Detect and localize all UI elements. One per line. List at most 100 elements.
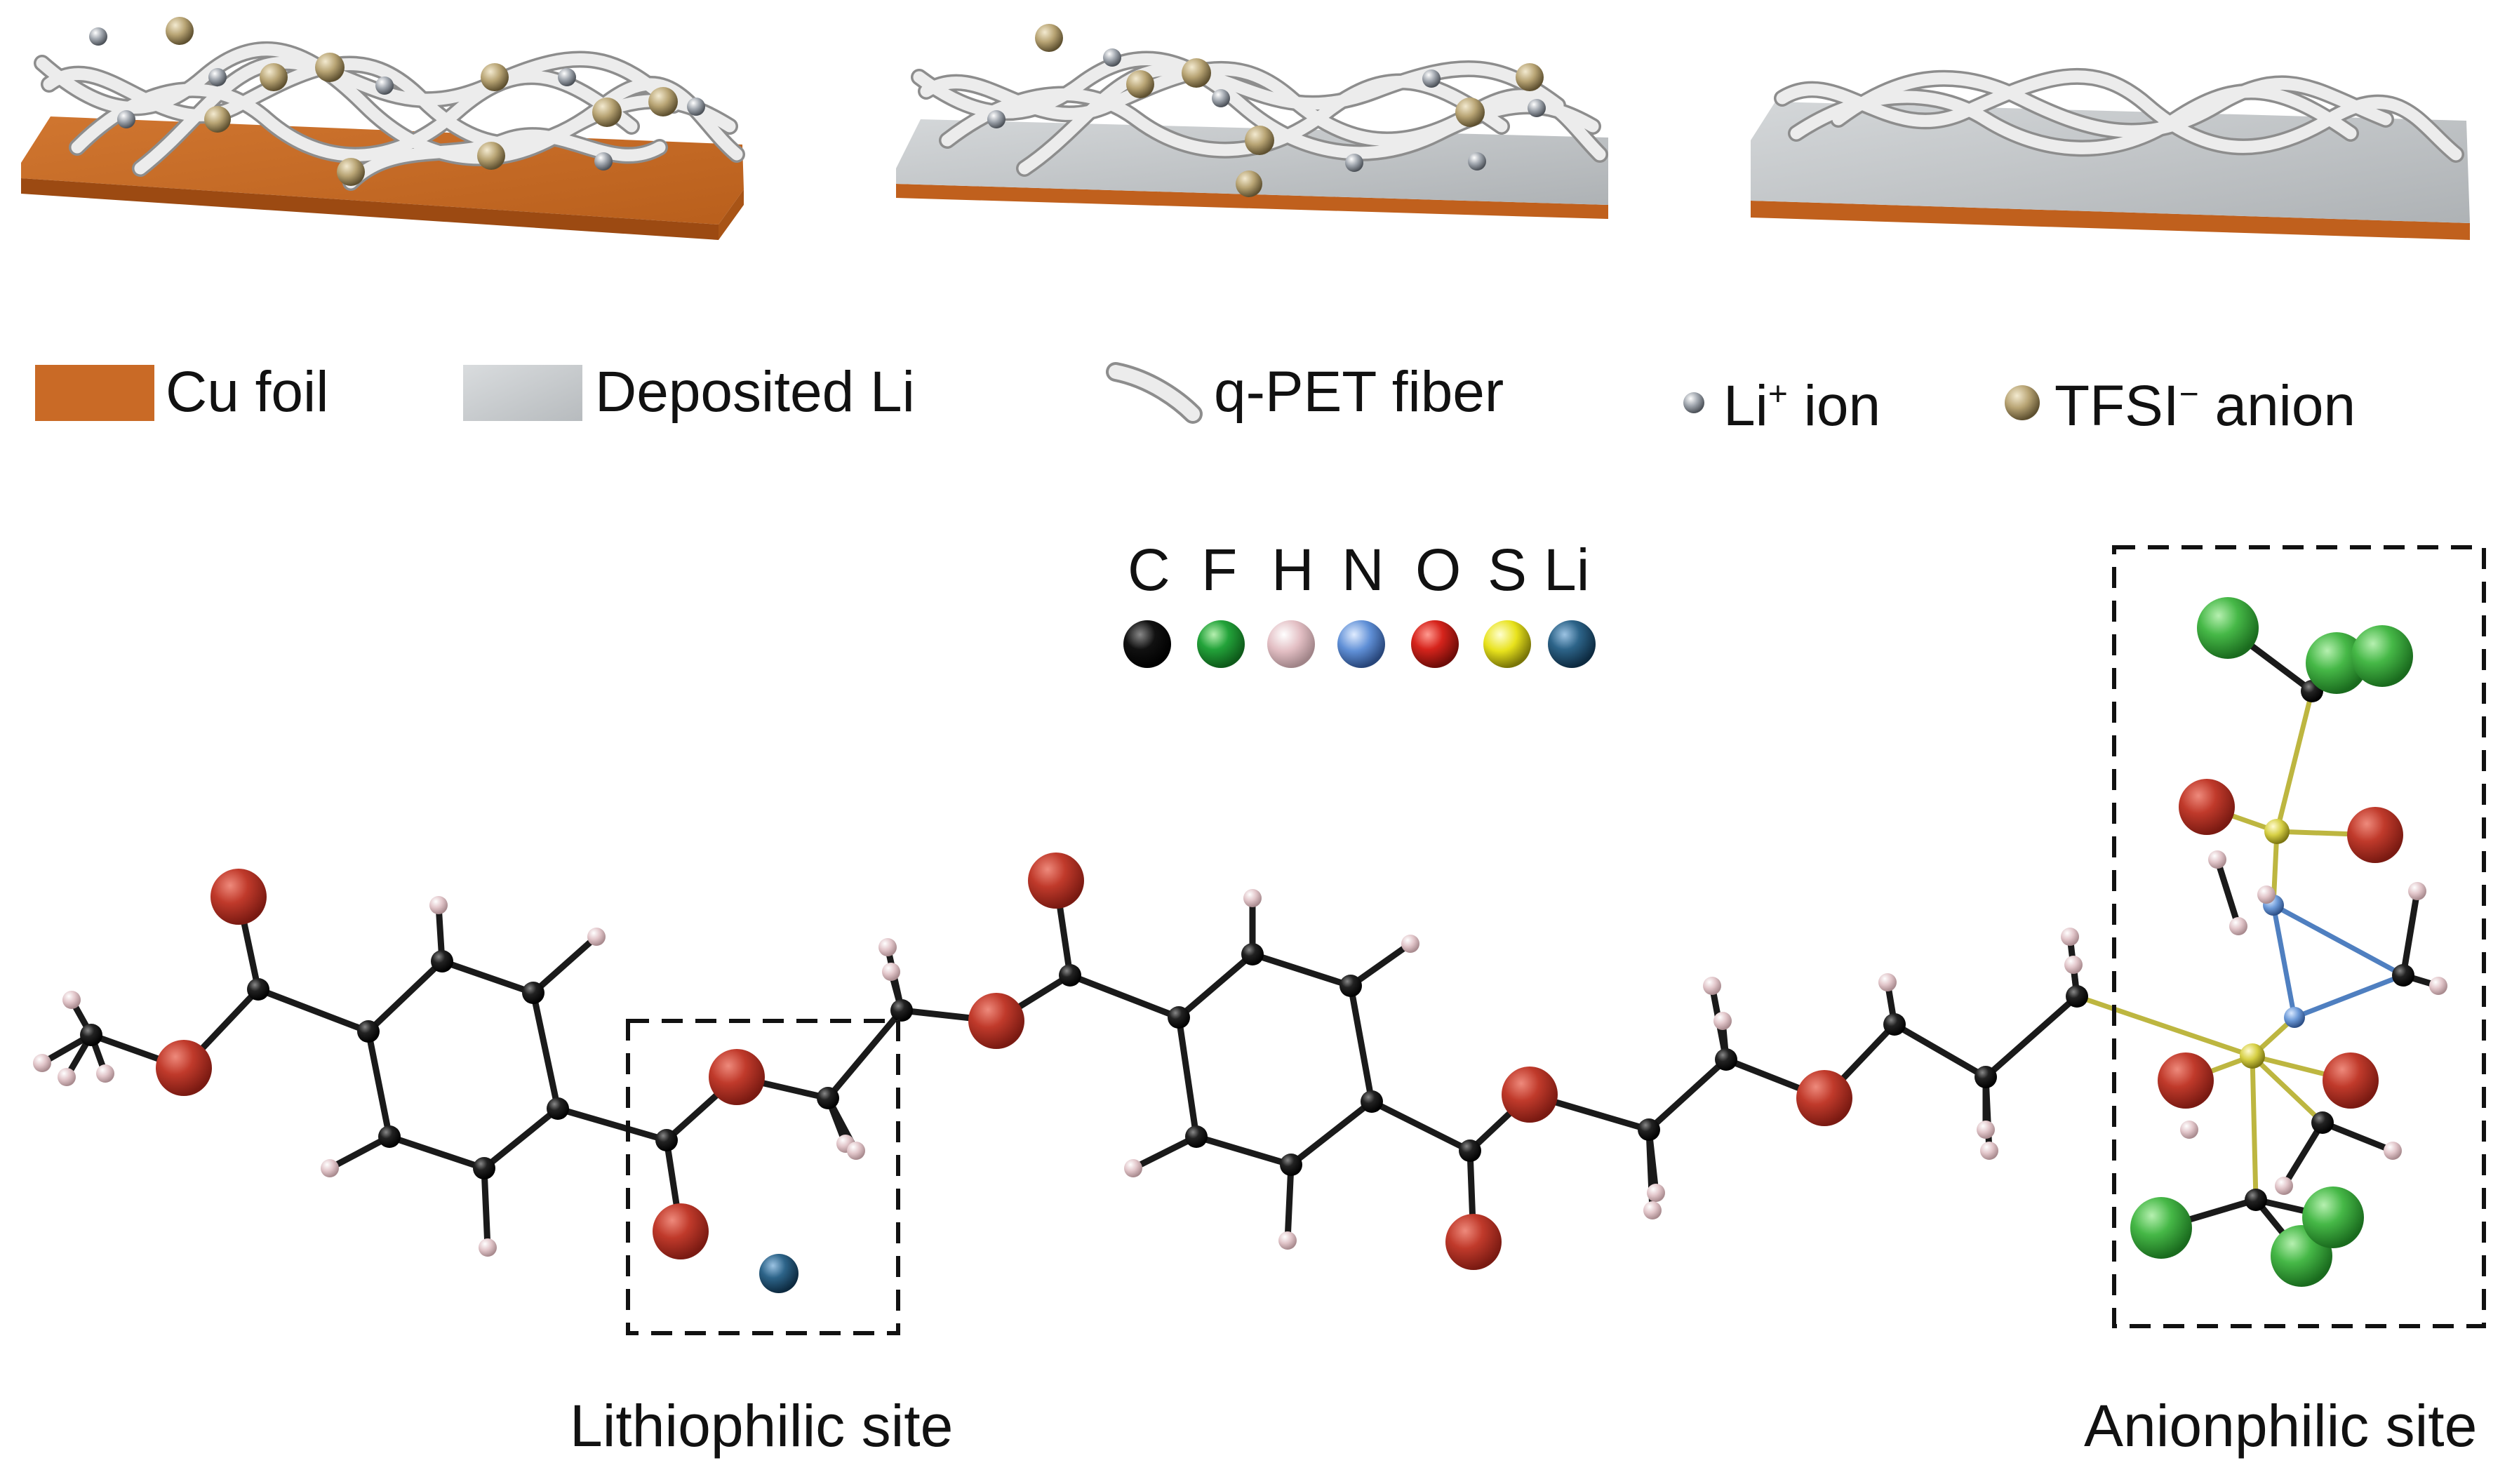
legend-label-fiber: q-PET fiber: [1214, 360, 1504, 424]
bond-r4-r5: [481, 1105, 561, 1172]
lithium-atom: [759, 1254, 799, 1293]
carbon-atom: [1059, 964, 1081, 987]
bond-r2-r3: [439, 958, 537, 996]
panel-cu-foil: [21, 17, 745, 240]
carbon-atom: [2311, 1111, 2334, 1134]
element-color-key: [1123, 620, 1596, 668]
fluorine-atom: [2197, 597, 2259, 659]
bond-c3-c4: [824, 1007, 905, 1102]
oxygen-atom: [2347, 807, 2403, 863]
element-symbol-s: S: [1488, 537, 1528, 603]
bond-s_2-c13: [2250, 1053, 2325, 1125]
carbon-atom: [357, 1020, 380, 1043]
bond-r5-r6: [386, 1133, 488, 1172]
fluorine-atom: [2351, 625, 2413, 687]
element-key-sphere-h: [1267, 620, 1315, 668]
bond-n1-c12: [2271, 902, 2406, 978]
fluorine-atom: [2306, 632, 2367, 694]
carbon-atom: [1185, 1125, 1208, 1148]
hydrogen-atom: [1980, 1142, 1998, 1160]
bond-c13-h23: [2280, 1119, 2326, 1189]
lithiophilic-site-box: [626, 1019, 900, 1335]
legend-label-li-ion: Li+ ion: [1723, 374, 1881, 438]
carbon-atom: [1361, 1090, 1383, 1113]
tfsi-swatch: [2005, 385, 2040, 420]
bond-n2-c12: [2292, 972, 2406, 1020]
element-key-sphere-n: [1337, 620, 1385, 668]
carbon-atom: [890, 999, 913, 1022]
carbon-atom: [80, 1024, 102, 1046]
carbon-atom: [547, 1097, 569, 1120]
cu-foil-front-edge: [21, 178, 719, 240]
element-key-sphere-s: [1483, 620, 1531, 668]
hydrogen-atom: [2229, 917, 2247, 935]
hydrogen-atom: [1713, 1012, 1732, 1030]
hydrogen-atom: [847, 1142, 865, 1160]
carbon-atom: [2245, 1189, 2267, 1211]
nitrogen-atom: [2284, 1007, 2305, 1028]
panel-li-deposition: [896, 24, 1608, 219]
carbon-atom: [473, 1157, 495, 1179]
molecule-bonds: [39, 624, 2442, 1259]
hydrogen-atom: [587, 928, 606, 946]
bond-r3-hr3: [530, 933, 600, 996]
carbon-atom: [2392, 964, 2414, 987]
oxygen-atom: [1502, 1067, 1558, 1123]
oxygen-atom: [2158, 1052, 2214, 1109]
carbon-atom: [1459, 1139, 1481, 1162]
hydrogen-atom: [1243, 889, 1262, 907]
sulfur-atom: [2240, 1043, 2265, 1069]
carbon-atom: [378, 1125, 401, 1148]
hydrogen-atom: [96, 1064, 114, 1083]
cu-foil-swatch: [35, 365, 154, 421]
legend-symbols: [35, 362, 2040, 424]
carbon-atom: [1715, 1048, 1737, 1071]
bond-s6-s1: [1175, 1014, 1200, 1140]
element-symbol-li: Li: [1544, 537, 1590, 603]
bond-c13-h24: [2319, 1119, 2396, 1154]
oxygen-atom: [211, 869, 267, 925]
carbon-atom: [655, 1129, 678, 1151]
hydrogen-atom: [33, 1054, 51, 1072]
li-ion-swatch: [1683, 392, 1704, 413]
bond-r1-r2: [365, 958, 446, 1035]
bond-r4-c2: [554, 1105, 670, 1144]
deposited-li-swatch: [463, 365, 582, 421]
hydrogen-atom: [1878, 973, 1897, 991]
hydrogen-atom: [1401, 935, 1419, 953]
hydrogen-atom: [2064, 956, 2083, 974]
hydrogen-atom: [2180, 1121, 2198, 1139]
cu-foil-edge-2: [896, 184, 1608, 219]
carbon-atom: [431, 950, 453, 972]
hydrogen-atom: [1643, 1201, 1662, 1219]
oxygen-atom: [968, 993, 1024, 1049]
carbon-atom: [247, 978, 269, 1001]
carbon-atom: [1168, 1006, 1190, 1029]
carbon-atom: [2066, 985, 2088, 1008]
bond-s2-s3: [1249, 951, 1354, 989]
bond-s_2-cf2: [2250, 1053, 2259, 1203]
oxygen-atom: [709, 1049, 765, 1105]
tfsi-anions-2: [1035, 24, 1544, 197]
bond-h18-h19: [2214, 856, 2242, 930]
bond-s6-hs6: [1130, 1133, 1200, 1172]
hydrogen-atom: [2275, 1177, 2293, 1195]
bond-r5-hr5: [481, 1165, 491, 1251]
carbon-atom: [1638, 1118, 1660, 1141]
hydrogen-atom: [2257, 885, 2276, 904]
oxygen-atom: [2323, 1052, 2379, 1109]
carbon-atom: [1280, 1154, 1302, 1176]
bond-c1-r1: [255, 986, 372, 1035]
bond-r6-r1: [365, 1028, 393, 1140]
bond-s4-c6: [1368, 1098, 1474, 1154]
fiber-swatch: [1106, 362, 1203, 424]
hydrogen-atom: [2061, 928, 2079, 946]
legend-label-deposited-li: Deposited Li: [595, 360, 915, 424]
bond-cf1-s_1: [2274, 688, 2315, 834]
oxygen-atom: [1445, 1214, 1502, 1270]
bond-c10-c11: [1982, 993, 2080, 1081]
legend-label-tfsi: TFSI− anion: [2054, 374, 2356, 438]
hydrogen-atom: [62, 991, 81, 1009]
panel-li-covered: [1751, 67, 2470, 240]
bond-c7-c8: [1645, 1056, 1730, 1133]
